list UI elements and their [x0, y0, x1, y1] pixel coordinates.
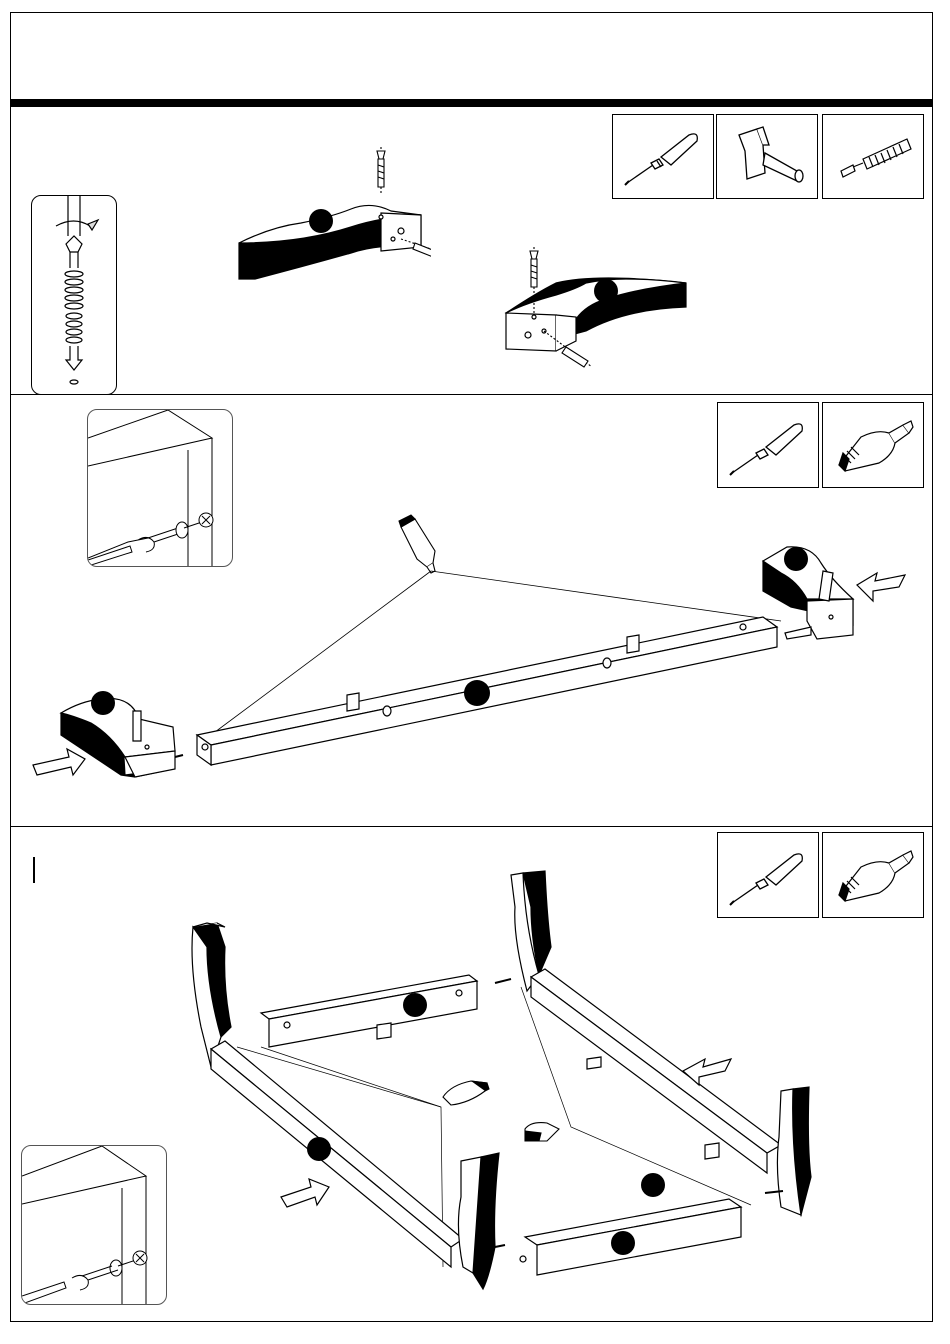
side-rail-right — [531, 969, 781, 1173]
part-callout — [464, 680, 490, 706]
hammer-icon — [717, 115, 817, 198]
side-rail-left — [211, 1041, 463, 1267]
part-callout — [784, 547, 808, 571]
header-area — [11, 13, 932, 99]
screwdriver-icon — [613, 115, 713, 198]
header-divider — [11, 99, 932, 107]
step-3-assembly-drawing — [11, 827, 934, 1321]
part-callout — [91, 691, 115, 715]
cam-bolt-insertion-detail — [32, 196, 117, 395]
detail-cam-bolt-insert — [31, 195, 117, 395]
part-callout — [403, 993, 427, 1017]
leg-part-lower — [496, 243, 696, 383]
tool-box-hammer — [716, 114, 818, 199]
end-rail-top — [261, 975, 477, 1047]
part-callout — [641, 1173, 665, 1197]
part-callout — [594, 279, 618, 303]
leg-back-left — [458, 1153, 505, 1289]
part-callout — [307, 1137, 331, 1161]
leg-part-upper — [231, 147, 431, 287]
step-1-panel — [11, 107, 932, 395]
part-callout — [309, 209, 333, 233]
tool-box-screwdriver — [612, 114, 714, 199]
instruction-sheet — [10, 12, 933, 1322]
tool-box-cam-bolt — [822, 114, 924, 199]
step-3-panel — [11, 827, 932, 1321]
direction-arrow — [33, 749, 85, 775]
step-2-assembly-drawing — [11, 395, 934, 827]
direction-arrow — [281, 1179, 329, 1207]
cam-bolt-icon — [823, 115, 923, 198]
direction-arrow — [857, 573, 905, 601]
step-2-panel — [11, 395, 932, 827]
part-callout — [611, 1231, 635, 1255]
leg-right — [763, 547, 853, 639]
leg-front-right — [765, 1087, 811, 1215]
